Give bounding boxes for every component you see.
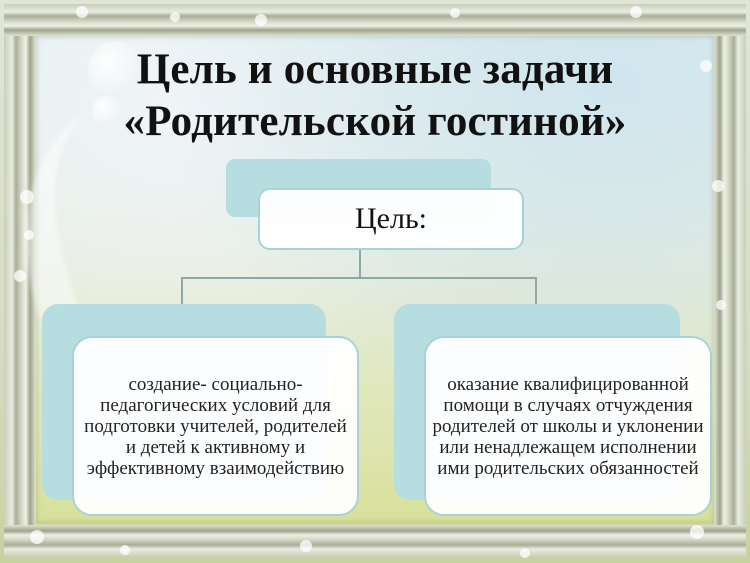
- sparkle: [520, 548, 530, 558]
- sparkle: [76, 6, 88, 18]
- sparkle: [20, 190, 34, 204]
- sparkle: [690, 525, 704, 539]
- decorative-frame-bottom: [4, 525, 746, 557]
- connector-vertical-left: [181, 277, 183, 304]
- task-node-1: создание- социально-педагогических услов…: [72, 336, 359, 516]
- sparkle: [120, 545, 130, 555]
- connector-vertical-right: [535, 277, 537, 304]
- sparkle: [14, 270, 26, 282]
- sparkle: [716, 300, 726, 310]
- goal-node: Цель:: [258, 188, 524, 250]
- connector-vertical-root: [359, 250, 361, 278]
- slide-title: Цель и основные задачи «Родительской гос…: [0, 44, 750, 148]
- goal-label: Цель:: [355, 202, 427, 235]
- task-1-label: создание- социально-педагогических услов…: [84, 373, 347, 479]
- title-line-1: Цель и основные задачи: [136, 46, 614, 93]
- sparkle: [255, 14, 267, 26]
- decorative-frame-top: [4, 4, 746, 36]
- connector-horizontal: [181, 277, 537, 279]
- sparkle: [700, 60, 712, 72]
- task-2-label: оказание квалифицированной помощи в случ…: [432, 373, 704, 479]
- sparkle: [712, 180, 724, 192]
- decorative-bubble: [88, 42, 144, 98]
- sparkle: [30, 530, 44, 544]
- title-line-2: «Родительской гостиной»: [123, 98, 627, 145]
- task-node-2: оказание квалифицированной помощи в случ…: [424, 336, 712, 516]
- sparkle: [630, 6, 642, 18]
- sparkle: [450, 8, 460, 18]
- sparkle: [300, 540, 312, 552]
- decorative-bubble: [92, 96, 122, 126]
- sparkle: [24, 230, 34, 240]
- sparkle: [170, 12, 180, 22]
